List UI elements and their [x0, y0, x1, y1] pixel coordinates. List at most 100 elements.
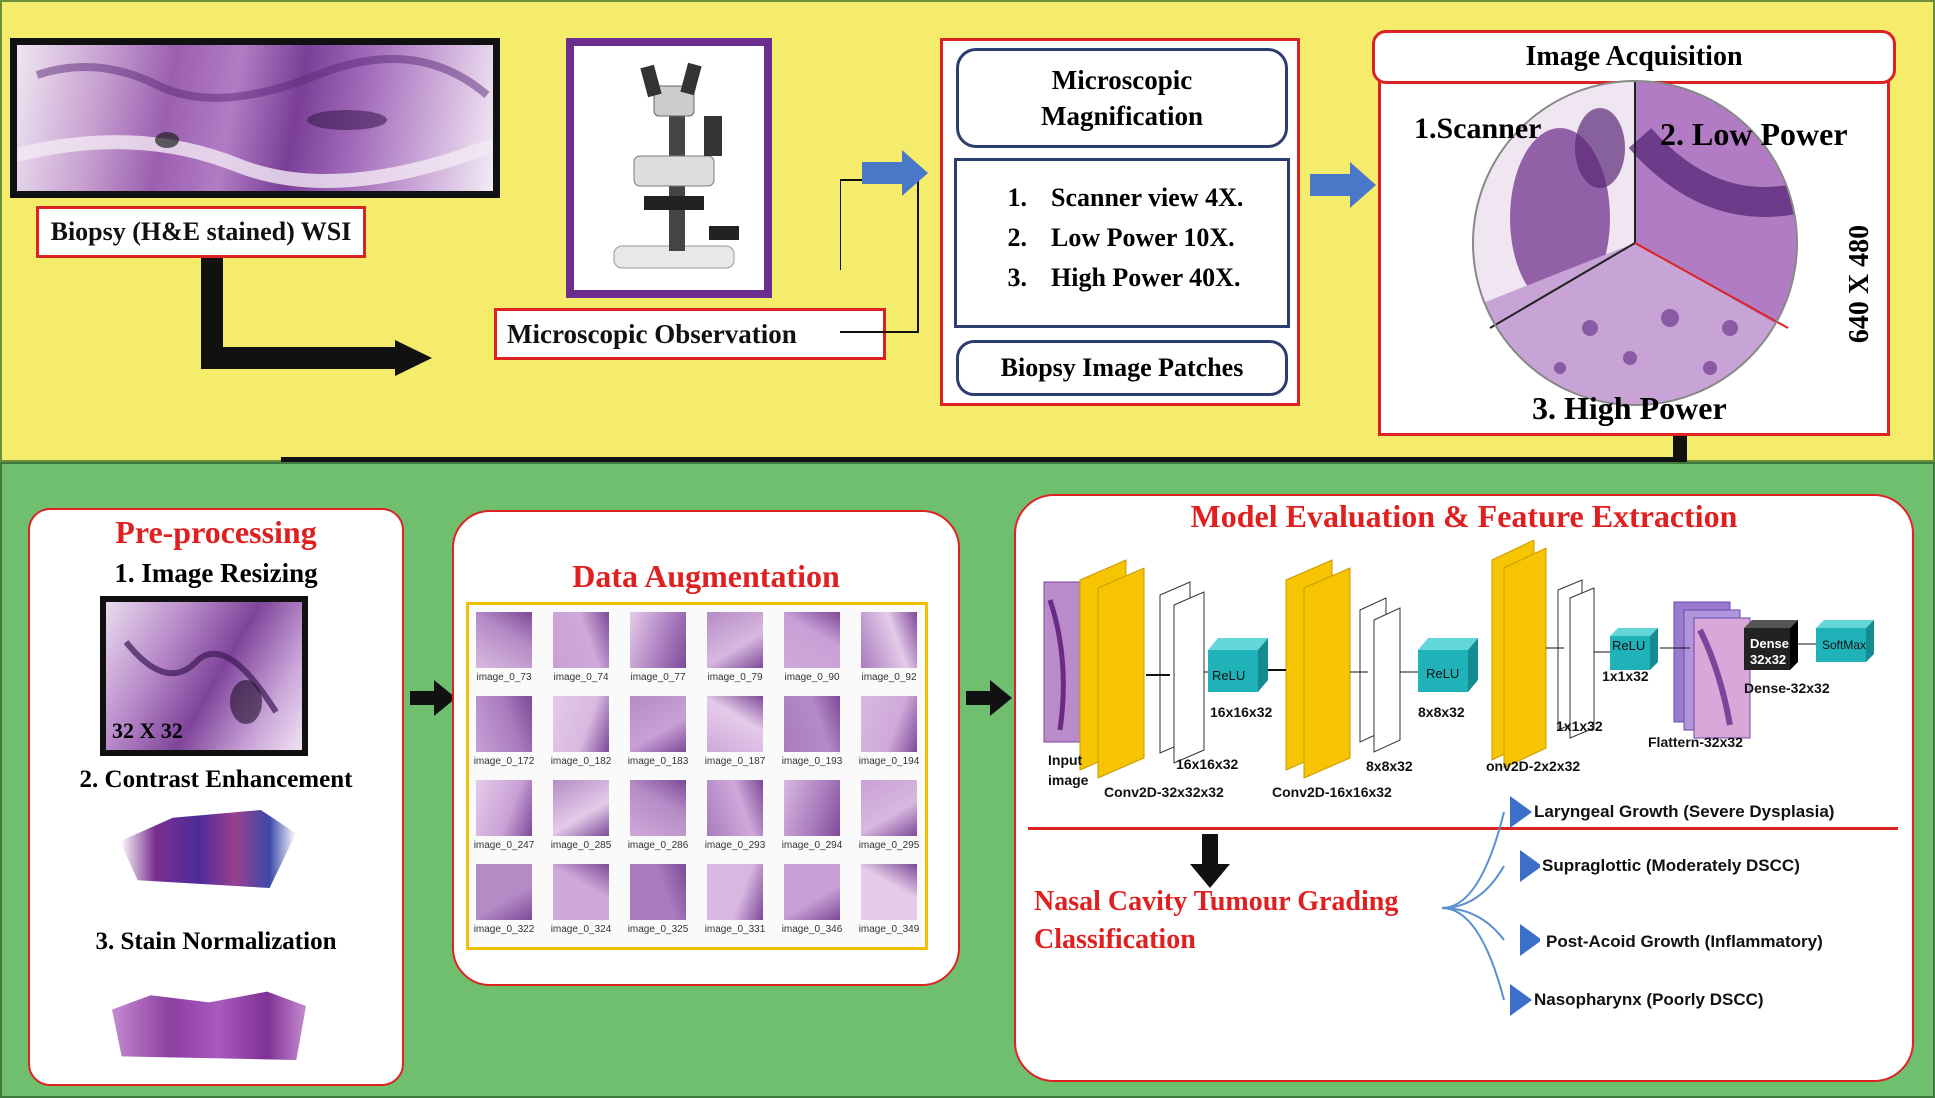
arrow-blue-2: [1310, 162, 1376, 208]
relu3-block: [1610, 636, 1650, 670]
preprocessing-step1: 1. Image Resizing: [114, 558, 318, 588]
size-1a-label: 1x1x32: [1602, 668, 1649, 684]
conv1-label: Conv2D-32x32x32: [1104, 784, 1224, 800]
augmented-patch-label: image_0_285: [550, 840, 612, 851]
augmented-patch-label: image_0_90: [784, 672, 840, 683]
preprocessing-step2: 2. Contrast Enhancement: [79, 766, 353, 793]
resize-label: 32 X 32: [112, 718, 183, 743]
preprocessing-panel: [28, 508, 404, 1086]
augmented-patch-label: image_0_187: [704, 756, 766, 767]
softmax-block: [1816, 628, 1866, 662]
augmented-patch-label: image_0_92: [861, 672, 917, 683]
augmented-patch-label: image_0_79: [707, 672, 763, 683]
augmented-patch: [784, 696, 840, 752]
augmented-patch-label: image_0_346: [781, 924, 843, 935]
augmented-patch: [861, 696, 917, 752]
acq-low-label: 2. Low Power: [1660, 116, 1848, 152]
softmax-label: SoftMax: [1822, 638, 1867, 652]
augmented-patch-label: image_0_325: [627, 924, 689, 935]
model-architecture-box: [1028, 538, 1898, 830]
augmented-patch: [861, 864, 917, 920]
patches-box: Biopsy Image Patches: [956, 340, 1288, 396]
augmented-patch-label: image_0_77: [630, 672, 686, 683]
augmented-patch: [784, 612, 840, 668]
acquisition-circle: [1472, 80, 1798, 406]
augmented-patch: [707, 780, 763, 836]
augmented-patch-label: image_0_324: [550, 924, 612, 935]
dense-block: [1744, 628, 1790, 670]
class-item-4: Nasopharynx (Poorly DSCC): [1534, 990, 1764, 1009]
cnn-diagram: [1043, 540, 1874, 779]
augmented-patch-label: image_0_322: [473, 924, 535, 935]
augmented-patch-label: image_0_194: [858, 756, 920, 767]
augmented-patch: [476, 696, 532, 752]
augmented-patch: [861, 612, 917, 668]
microscope-label: Microscopic Observation: [494, 308, 886, 360]
acq-scanner-label: 1.Scanner: [1414, 112, 1542, 145]
patches-label: Biopsy Image Patches: [1000, 353, 1244, 382]
augmented-patch: [630, 612, 686, 668]
arrow-to-classification: [1190, 834, 1230, 888]
acq-size-label: 640 X 480: [1844, 224, 1875, 344]
augmented-patch-label: image_0_294: [781, 840, 843, 851]
acquisition-title-box: Image Acquisition: [1372, 30, 1896, 84]
classification-title-1: Nasal Cavity Tumour Grading: [1034, 886, 1399, 917]
augmented-patch-label: image_0_286: [627, 840, 689, 851]
magnification-title-box: Microscopic Magnification: [956, 48, 1288, 148]
magnification-item: 1. Scanner view 4X.: [1007, 183, 1244, 212]
flatten-label: Flattern-32x32: [1648, 734, 1743, 750]
augmented-patch-label: image_0_293: [704, 840, 766, 851]
preprocessing-step3: 3. Stain Normalization: [95, 928, 337, 955]
microscope-image: [566, 38, 772, 298]
augmented-patch-label: image_0_349: [858, 924, 920, 935]
augmented-patch: [784, 780, 840, 836]
classification-tree: [1441, 796, 1540, 1016]
augmented-patch: [553, 864, 609, 920]
augmented-patch-label: image_0_73: [476, 672, 532, 683]
dense-box-label-2: 32x32: [1750, 652, 1787, 667]
augmentation-title: Data Augmentation: [572, 558, 840, 594]
augmented-patch: [707, 696, 763, 752]
size-16b-label: 16x16x32: [1176, 756, 1239, 772]
augmented-patch: [784, 864, 840, 920]
input-label-1: Input: [1048, 752, 1083, 768]
augmented-patch: [861, 780, 917, 836]
arrow-wsi-to-microscope: [201, 258, 432, 376]
input-label-2: image: [1048, 772, 1089, 788]
size-8b-label: 8x8x32: [1366, 758, 1413, 774]
augmented-patch-label: image_0_74: [553, 672, 609, 683]
dense-label: Dense-32x32: [1744, 680, 1830, 696]
augmented-patch-label: image_0_247: [473, 840, 535, 851]
magnification-item: 2. Low Power 10X.: [1007, 223, 1235, 252]
size-16a-label: 16x16x32: [1210, 704, 1273, 720]
conv3-label: onv2D-2x2x32: [1486, 758, 1581, 774]
augmented-patch-label: image_0_183: [627, 756, 689, 767]
augmented-patch: [476, 864, 532, 920]
size-8a-label: 8x8x32: [1418, 704, 1465, 720]
augmented-patch: [553, 612, 609, 668]
augmented-patch-label: image_0_295: [858, 840, 920, 851]
augmented-patch-label: image_0_182: [550, 756, 612, 767]
microscope-icon: [613, 62, 739, 269]
augmented-patch: [630, 696, 686, 752]
magnification-item: 3. High Power 40X.: [1007, 263, 1241, 292]
class-item-1: Laryngeal Growth (Severe Dysplasia): [1534, 802, 1835, 821]
dense-box-label-1: Dense: [1750, 636, 1790, 651]
class-item-2: Supraglottic (Moderately DSCC): [1542, 856, 1800, 875]
augmented-patch: [476, 780, 532, 836]
size-1b-label: 1x1x32: [1556, 718, 1603, 734]
preprocessing-title: Pre-processing: [115, 514, 317, 550]
arrow-aug-to-model: [966, 680, 1012, 716]
augmented-patch: [630, 864, 686, 920]
relu3-label: ReLU: [1612, 638, 1646, 653]
acquisition-title: Image Acquisition: [1525, 41, 1743, 72]
classification-title-2: Classification: [1034, 924, 1196, 955]
augmented-patch: [553, 696, 609, 752]
augmentation-grid: [466, 602, 928, 950]
relu2-block: [1418, 650, 1468, 692]
model-title: Model Evaluation & Feature Extraction: [1190, 498, 1738, 534]
arrow-pre-to-aug: [410, 680, 456, 716]
conv2-label: Conv2D-16x16x32: [1272, 784, 1392, 800]
wsi-image: [10, 38, 500, 198]
relu1-label: ReLU: [1212, 668, 1246, 683]
